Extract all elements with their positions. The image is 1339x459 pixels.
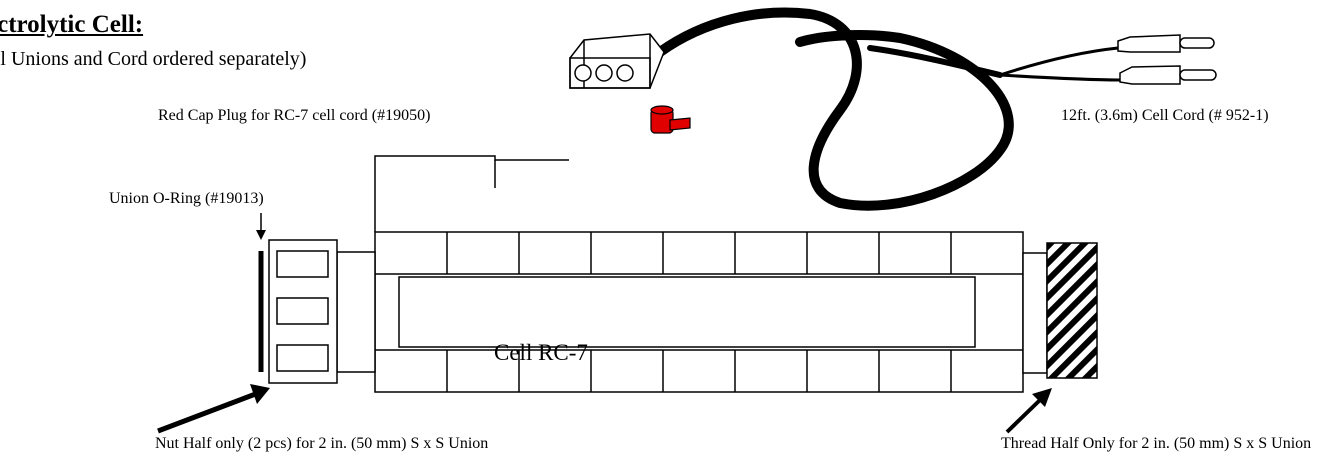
cord-loop xyxy=(655,7,1014,211)
label-nut-half: Nut Half only (2 pcs) for 2 in. (50 mm) … xyxy=(155,435,489,452)
thread-half-union xyxy=(1046,242,1098,379)
red-cap-plug xyxy=(650,105,691,134)
label-union-oring: Union O-Ring (#19013) xyxy=(109,190,264,207)
label-cell-cord: 12ft. (3.6m) Cell Cord (# 952-1) xyxy=(1061,107,1269,124)
cell-body xyxy=(374,231,1024,393)
nut-half-union xyxy=(268,239,338,384)
arrow-nut-half xyxy=(157,384,270,434)
arrow-oring xyxy=(256,213,266,240)
cord-wire-join xyxy=(867,45,1003,78)
cord-connector-plug xyxy=(569,33,665,89)
cell-connector-housing xyxy=(374,155,569,232)
cell-cord xyxy=(626,7,1122,211)
cord-wire-lower xyxy=(998,73,1122,82)
cord-wire-upper xyxy=(998,46,1120,77)
right-pipe-stub xyxy=(1022,252,1048,374)
arrow-thread-half xyxy=(1005,388,1052,434)
left-pipe-stub xyxy=(336,251,376,373)
label-thread-half: Thread Half Only for 2 in. (50 mm) S x S… xyxy=(1001,435,1312,452)
diagram-title: ectrolytic Cell: xyxy=(0,11,144,38)
label-cell-name: Cell RC-7 xyxy=(494,340,588,365)
cord-terminal-upper xyxy=(1117,34,1215,53)
cord-terminal-lower xyxy=(1119,65,1217,85)
diagram-subtitle: ell Unions and Cord ordered separately) xyxy=(0,48,307,70)
label-red-cap-plug: Red Cap Plug for RC-7 cell cord (#19050) xyxy=(158,107,431,124)
